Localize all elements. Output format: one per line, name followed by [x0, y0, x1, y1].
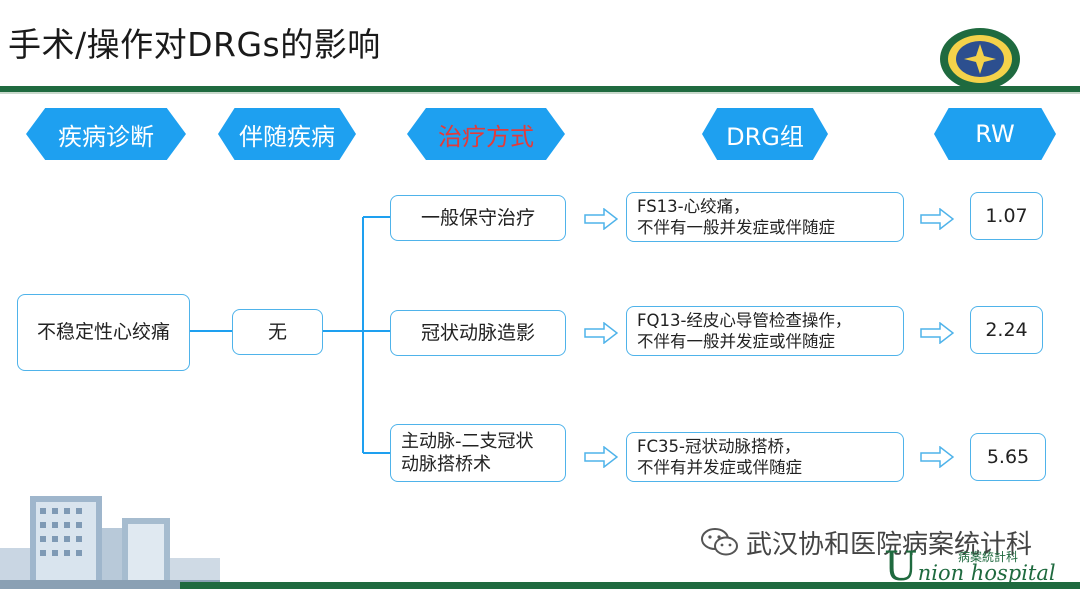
rw-value-3: 5.65 [986, 445, 1030, 468]
drg-box-1: FS13-心绞痛， 不伴有一般并发症或伴随症 [626, 192, 904, 242]
rw-value-1: 1.07 [985, 204, 1028, 227]
rw-box-3: 5.65 [970, 433, 1046, 481]
union-logo-letter: U [884, 544, 918, 590]
treatment-box-3: 主动脉-二支冠状 动脉搭桥术 [390, 424, 566, 482]
footer-bar [180, 582, 1080, 589]
treatment-box-1: 一般保守治疗 [390, 195, 566, 241]
header-treatment: 治疗方式 [407, 108, 565, 160]
drg-line2-1: 不伴有一般并发症或伴随症 [637, 218, 835, 237]
wechat-icon [701, 528, 738, 556]
union-hospital-logo: Union hospital [884, 544, 1056, 590]
arrow-right-icon [584, 208, 618, 230]
drg-line1-3: FC35-冠状动脉搭桥， [637, 436, 801, 456]
arrow-right-icon [920, 446, 954, 468]
treatment-line2-3: 动脉搭桥术 [401, 454, 491, 475]
hospital-buildings-image [0, 496, 220, 589]
header-comorbidity: 伴随疾病 [218, 108, 356, 160]
treatment-line1-3: 主动脉-二支冠状 [401, 430, 534, 452]
arrow-right-icon [920, 208, 954, 230]
drg-box-3: FC35-冠状动脉搭桥， 不伴有并发症或伴随症 [626, 432, 904, 482]
page-title: 手术/操作对DRGs的影响 [8, 25, 381, 64]
drg-line2-3: 不伴有并发症或伴随症 [637, 458, 802, 477]
union-dept-text: 病案統計科 [958, 550, 1019, 564]
comorbidity-box: 无 [232, 309, 323, 355]
diagnosis-text: 不稳定性心绞痛 [36, 321, 170, 344]
drg-line1-2: FQ13-经皮心导管检查操作， [637, 310, 852, 330]
union-logo-text: nion hospital [917, 561, 1056, 585]
drg-box-2: FQ13-经皮心导管检查操作， 不伴有一般并发症或伴随症 [626, 306, 904, 356]
header-diagnosis: 疾病诊断 [26, 108, 186, 160]
rw-box-1: 1.07 [970, 192, 1043, 240]
title-rule [0, 86, 1080, 92]
arrow-right-icon [920, 322, 954, 344]
treatment-text-1: 一般保守治疗 [420, 206, 535, 229]
header-drg: DRG组 [702, 108, 828, 160]
hospital-seal-icon [940, 28, 1020, 90]
diagnosis-box: 不稳定性心绞痛 [17, 294, 190, 371]
rw-box-2: 2.24 [970, 306, 1043, 354]
comorbidity-text: 无 [267, 320, 287, 343]
header-rw: RW [934, 108, 1056, 160]
treatment-text-2: 冠状动脉造影 [420, 321, 535, 344]
watermark: 武汉协和医院病案统计科 [700, 522, 1032, 562]
drg-line2-2: 不伴有一般并发症或伴随症 [637, 332, 835, 351]
rw-value-2: 2.24 [985, 318, 1028, 341]
treatment-box-2: 冠状动脉造影 [390, 310, 566, 356]
drg-line1-1: FS13-心绞痛， [637, 196, 750, 216]
title-rule-thin [0, 92, 1080, 94]
arrow-right-icon [584, 322, 618, 344]
watermark-text: 武汉协和医院病案统计科 [746, 529, 1033, 560]
arrow-right-icon [584, 446, 618, 468]
